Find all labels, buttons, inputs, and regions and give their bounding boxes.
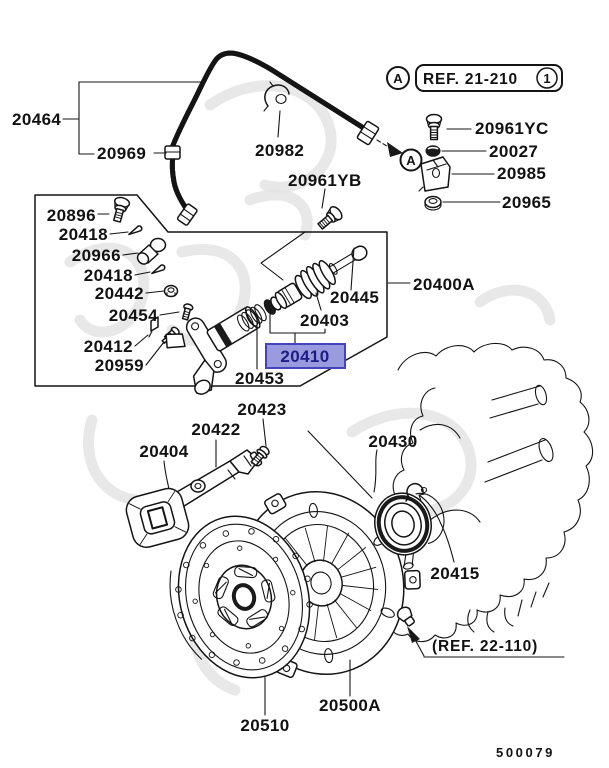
part-label-20403[interactable]: 20403 — [300, 311, 349, 330]
bolt-20961yc-art — [425, 113, 443, 141]
grommet-20027-art — [425, 145, 441, 157]
clutch-pipe-art — [164, 50, 403, 226]
disc-spring-windows — [212, 566, 276, 628]
kit-boot-art — [294, 259, 336, 300]
pointer-arrowhead — [387, 142, 403, 157]
nut-20442-art — [163, 284, 179, 298]
leader-20430 — [373, 449, 378, 493]
leader-20445 — [350, 247, 355, 291]
leader-20423-install — [307, 430, 373, 499]
leaders-right-column — [441, 128, 501, 203]
part-label-20454[interactable]: 20454 — [109, 306, 158, 325]
fork-boot-art — [125, 487, 190, 548]
leader-20404 — [163, 460, 170, 490]
leaders-left-column — [97, 213, 180, 366]
kit-pushrod-art — [328, 245, 368, 275]
part-label-20430[interactable]: 20430 — [368, 432, 417, 451]
leader-20464-bracket — [62, 81, 205, 155]
screw-20454-art — [181, 303, 194, 321]
part-label-20965[interactable]: 20965 — [502, 193, 551, 212]
part-label-20510[interactable]: 20510 — [240, 716, 289, 735]
part-label-20027[interactable]: 20027 — [489, 142, 538, 161]
valve-20966-art — [136, 237, 167, 265]
part-label-20453[interactable]: 20453 — [235, 369, 284, 388]
part-label-20464[interactable]: 20464 — [12, 110, 61, 129]
clutch-disc-art — [169, 515, 313, 679]
leader-20423 — [262, 418, 267, 447]
gasket-20418a-art — [128, 225, 143, 236]
bracket-20410 — [269, 307, 326, 345]
part-label-20418b[interactable]: 20418 — [84, 266, 133, 285]
part-label-20400a[interactable]: 20400A — [413, 275, 475, 294]
nut-20965-art — [424, 195, 442, 211]
release-bearing-art — [374, 492, 445, 570]
part-label-20412[interactable]: 20412 — [84, 337, 133, 356]
pipe-union-20969-art — [164, 145, 181, 160]
marker-a-pointer-label: A — [406, 153, 416, 168]
bolt-20896-art — [112, 196, 131, 223]
bolt-20961yb-art — [317, 206, 343, 230]
pipe-end-fitting-bottom — [176, 203, 198, 226]
snap-ring-art — [405, 482, 428, 502]
kit-seal-art — [263, 296, 282, 315]
plug-art — [396, 606, 415, 627]
pipe-end-fitting-top — [356, 120, 380, 146]
part-label-20961yc[interactable]: 20961YC — [475, 119, 549, 138]
release-cylinder-art — [165, 245, 368, 395]
leader-20403 — [315, 292, 322, 311]
ref-22-110-block[interactable]: (REF. 22-110) — [407, 626, 565, 658]
hose-clip-art — [263, 81, 290, 112]
marker-a-top-label: A — [393, 71, 403, 86]
ref-22-110-label: (REF. 22-110) — [432, 638, 538, 655]
part-label-20415[interactable]: 20415 — [430, 564, 479, 583]
kit-boundary-box — [34, 194, 388, 387]
part-label-20422[interactable]: 20422 — [191, 420, 240, 439]
marker-a-pointer-badge: A — [399, 148, 423, 172]
leader-20982 — [277, 110, 281, 138]
part-label-20423[interactable]: 20423 — [237, 400, 286, 419]
clip-20412-art — [148, 316, 159, 338]
kit-piston-art — [274, 282, 303, 310]
leader-20961yb — [321, 188, 326, 209]
part-label-20985[interactable]: 20985 — [497, 164, 546, 183]
bracket-20985-art — [418, 156, 451, 192]
part-label-20410: 20410 — [280, 347, 329, 366]
part-label-20966[interactable]: 20966 — [72, 246, 121, 265]
kit-boundary-notch — [260, 231, 306, 281]
part-label-20969[interactable]: 20969 — [97, 144, 146, 163]
ref-22-110-arrowhead — [407, 626, 420, 643]
part-label-20445[interactable]: 20445 — [330, 288, 379, 307]
ref-21-210-label: REF. 21-210 — [423, 71, 518, 88]
part-label-20959[interactable]: 20959 — [95, 356, 144, 375]
marker-a-circle — [386, 66, 410, 90]
gasket-20418b-art — [151, 264, 166, 275]
part-label-20982[interactable]: 20982 — [255, 141, 304, 160]
part-label-20442[interactable]: 20442 — [95, 284, 144, 303]
ref-21-210-circle-1 — [536, 67, 558, 89]
ref-21-210-circle-1-label: 1 — [543, 71, 550, 86]
part-label-20404[interactable]: 20404 — [139, 442, 188, 461]
part-label-20961yb[interactable]: 20961YB — [288, 171, 362, 190]
part-label-20418a[interactable]: 20418 — [59, 225, 108, 244]
part-label-20896[interactable]: 20896 — [47, 206, 96, 225]
part-label-20500a[interactable]: 20500A — [319, 696, 381, 715]
highlighted-part-20410[interactable]: 20410 — [265, 343, 346, 369]
ref-21-210-box — [415, 64, 563, 92]
sheet-number: 500079 — [496, 745, 555, 760]
bolt-20423-art — [250, 445, 270, 467]
ref-21-210-block[interactable]: A REF. 21-210 1 — [386, 64, 563, 92]
